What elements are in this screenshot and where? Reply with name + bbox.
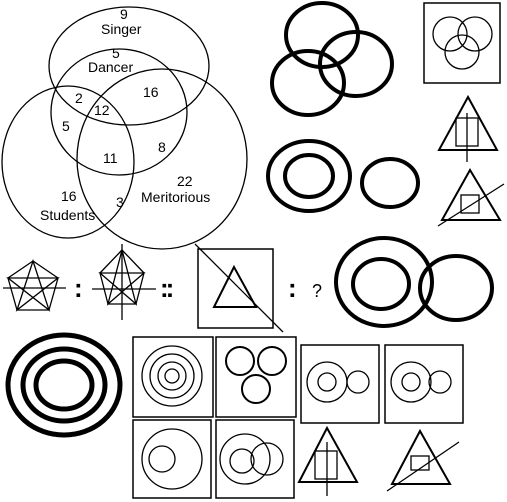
option-box-4 [384, 344, 464, 424]
question-mark: ? [312, 281, 322, 301]
venn-value-singer-meritorious: 8 [158, 139, 166, 155]
venn-value-meritorious-only: 22 [177, 173, 193, 189]
venn-label-singer: Singer [101, 21, 142, 37]
dancer-circle [50, 48, 188, 176]
pentagon-figure [3, 258, 66, 312]
venn-label-dancer: Dancer [88, 59, 133, 75]
singer-circle [48, 6, 210, 126]
ratio-separator-2: :: [160, 273, 173, 303]
square-triangle-figure [194, 243, 284, 333]
boxed-three-circles-figure [423, 2, 501, 84]
venn-value-students-singer: 5 [62, 118, 70, 134]
venn-value-students-only: 16 [61, 188, 77, 204]
venn-label-meritorious: Meritorious [141, 189, 210, 205]
option-box-3 [300, 344, 380, 424]
three-circles-figure [270, 1, 394, 117]
venn-diagram: 9 Singer 5 Dancer 16 2 12 5 11 8 22 Meri… [1, 6, 248, 250]
option-box-5 [132, 419, 212, 499]
triangle-rectangle-figure [437, 94, 499, 162]
venn-value-singer-dancer-meritorious: 12 [94, 102, 110, 118]
kite-figure [92, 244, 156, 320]
bottom-triangle-square-slash-figure [386, 428, 460, 492]
students-circle [1, 85, 135, 239]
triangle-square-slash-figure [437, 168, 505, 227]
option-box-6 [215, 419, 295, 499]
bottom-triangle-rectangle-figure [297, 425, 359, 496]
overlapping-bold-circles-figure [334, 236, 494, 328]
venn-value-dancer-only: 5 [112, 45, 120, 61]
nested-and-separate-circles-figure [266, 139, 420, 213]
venn-value-all-four: 11 [103, 150, 118, 166]
venn-value-students-singer-dancer: 2 [75, 90, 83, 106]
venn-value-students-meritorious: 3 [116, 194, 124, 210]
meritorious-circle [76, 68, 248, 250]
venn-label-students: Students [40, 207, 95, 223]
venn-value-singer-only: 9 [120, 6, 128, 22]
venn-value-dancer-meritorious: 16 [143, 84, 159, 100]
concentric-rings-figure [5, 332, 123, 438]
option-box-2 [215, 336, 297, 418]
ratio-separator-1: : [74, 273, 83, 303]
analogy-row: : :: : ? [3, 236, 494, 333]
option-box-1 [132, 336, 214, 418]
ratio-separator-3: : [288, 273, 297, 303]
